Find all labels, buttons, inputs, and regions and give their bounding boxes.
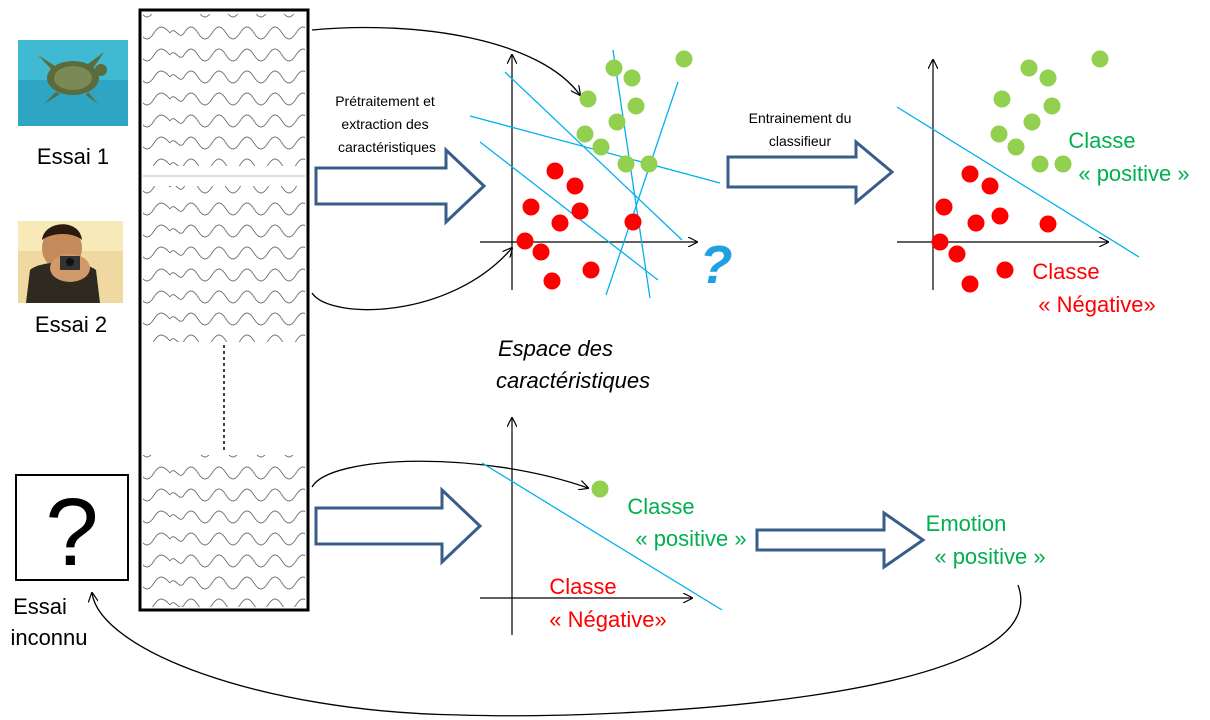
positive-point: [1054, 155, 1072, 173]
positive-point: [617, 155, 635, 173]
positive-point: [1007, 138, 1025, 156]
preprocess-label-line1: Prétraitement et: [335, 93, 435, 109]
positive-point: [592, 138, 610, 156]
negative-points: [931, 165, 1057, 293]
positive-point: [990, 125, 1008, 143]
decision-boundary: [896, 106, 1140, 258]
negative-point: [566, 177, 584, 195]
negative-point: [948, 245, 966, 263]
negative-point: [931, 233, 949, 251]
unknown-trial-label-line1: Essai: [13, 594, 67, 619]
positive-point: [1020, 59, 1038, 77]
preprocess-arrow: [314, 146, 487, 226]
negative-point: [991, 207, 1009, 225]
feature-space-candidates: ?: [469, 49, 733, 299]
positive-point: [1031, 155, 1049, 173]
negative-class-title: Classe: [1032, 259, 1099, 284]
positive-point: [627, 97, 645, 115]
feature-space-trained: [896, 50, 1140, 293]
test-sample-point: [591, 480, 609, 498]
unknown-trial-question-mark: ?: [45, 479, 98, 586]
positive-point: [1043, 97, 1061, 115]
positive-points: [576, 50, 693, 173]
negative-point: [967, 214, 985, 232]
candidate-boundary-5: [479, 141, 659, 281]
positive-point: [1091, 50, 1109, 68]
training-label-line1: Entrainement du: [749, 110, 852, 126]
positive-point: [605, 59, 623, 77]
negative-point: [935, 198, 953, 216]
curve-trial2-to-space: [311, 248, 512, 311]
positive-point: [1039, 69, 1057, 87]
negative-point: [532, 243, 550, 261]
trial-2-label: Essai 2: [35, 312, 107, 337]
negative-point: [624, 213, 642, 231]
candidate-boundary-3: [612, 49, 651, 299]
positive-class-title: Classe: [1068, 128, 1135, 153]
negative-point: [551, 214, 569, 232]
preprocess-label-line2: extraction des: [341, 116, 428, 132]
negative-point: [1039, 215, 1057, 233]
trial-1-label: Essai 1: [37, 144, 109, 169]
test-preprocess-arrow: [314, 486, 483, 566]
positive-point: [579, 90, 597, 108]
negative-point: [571, 202, 589, 220]
eeg-trace-unknown: [143, 455, 305, 607]
decision-arrow: [755, 510, 926, 570]
preprocess-label-line3: caractéristiques: [338, 139, 436, 155]
negative-point: [961, 165, 979, 183]
negative-point: [582, 261, 600, 279]
eeg-trace-trial-1: [143, 14, 305, 166]
training-label-line2: classifieur: [769, 133, 832, 149]
positive-point: [623, 69, 641, 87]
feature-space-label-line2: caractéristiques: [496, 368, 650, 393]
gunman-image: [18, 221, 123, 303]
feedback-curve: [92, 584, 1022, 717]
test-negative-class-title: Classe: [549, 574, 616, 599]
candidate-boundary-1: [504, 71, 683, 241]
negative-point: [522, 198, 540, 216]
training-arrow: [726, 138, 895, 206]
candidate-boundary-4: [605, 81, 679, 296]
turtle-image: [18, 40, 128, 126]
positive-point: [576, 125, 594, 143]
negative-points: [516, 162, 642, 290]
positive-point: [675, 50, 693, 68]
unknown-trial-label-line2: inconnu: [10, 625, 87, 650]
negative-point: [996, 261, 1014, 279]
eeg-signals-panel: [138, 8, 310, 612]
boundary-question-mark: ?: [700, 235, 733, 295]
positive-points: [990, 50, 1109, 173]
positive-point: [608, 113, 626, 131]
eeg-trace-trial-2: [143, 186, 305, 342]
positive-class-name: « positive »: [1078, 161, 1189, 186]
negative-point: [516, 232, 534, 250]
curve-unknown-to-test: [311, 460, 588, 488]
negative-class-name: « Négative»: [1038, 292, 1155, 317]
positive-point: [1023, 113, 1041, 131]
result-emotion-label: Emotion: [926, 511, 1007, 536]
feature-space-test: [480, 418, 723, 635]
negative-point: [546, 162, 564, 180]
result-emotion-value: « positive »: [934, 544, 1045, 569]
test-positive-class-name: « positive »: [635, 526, 746, 551]
curve-trial1-to-space: [311, 26, 580, 95]
negative-point: [543, 272, 561, 290]
positive-point: [993, 90, 1011, 108]
negative-point: [981, 177, 999, 195]
decision-boundary: [481, 462, 723, 611]
negative-point: [961, 275, 979, 293]
test-positive-class-title: Classe: [627, 494, 694, 519]
unknown-trial-box: ?: [15, 474, 129, 586]
feature-space-label-line1: Espace des: [498, 336, 613, 361]
positive-point: [640, 155, 658, 173]
test-negative-class-name: « Négative»: [549, 607, 666, 632]
